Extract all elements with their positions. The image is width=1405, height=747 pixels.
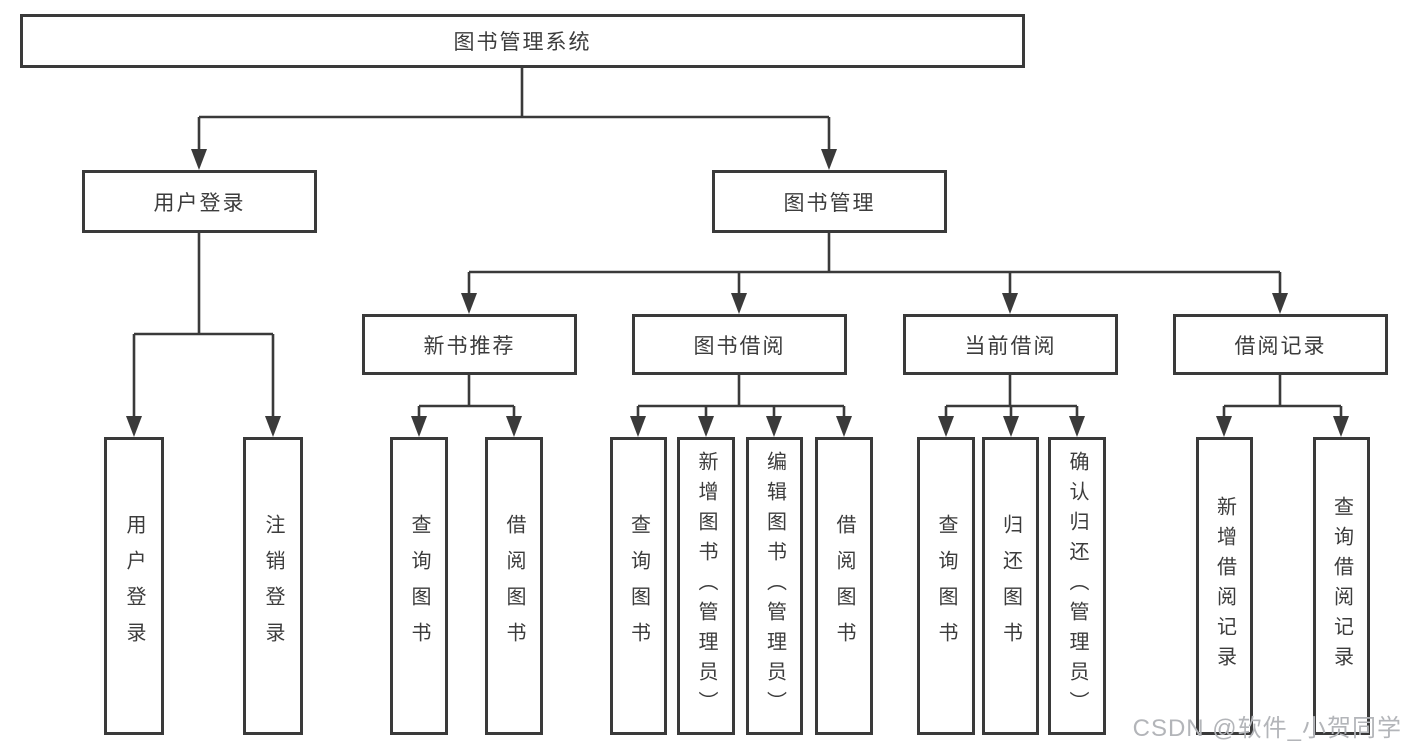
node-leaf-logout: 注销登录 bbox=[243, 437, 303, 735]
node-leaf-add-borrow-record: 新增借阅记录 bbox=[1196, 437, 1253, 735]
node-leaf-query-borrow-record: 查询借阅记录 bbox=[1313, 437, 1370, 735]
node-leaf-query-books-1: 查询图书 bbox=[390, 437, 448, 735]
node-label: 查询借阅记录 bbox=[1330, 496, 1353, 676]
arrowheads bbox=[126, 149, 1349, 437]
node-label: 查询图书 bbox=[627, 514, 650, 658]
node-user-login-group: 用户登录 bbox=[82, 170, 317, 233]
node-label: 归还图书 bbox=[999, 514, 1022, 658]
node-label: 图书借阅 bbox=[693, 334, 786, 358]
node-label: 确认归还（管理员） bbox=[1066, 451, 1088, 721]
node-leaf-query-books-2: 查询图书 bbox=[610, 437, 667, 735]
node-borrowing-records: 借阅记录 bbox=[1173, 314, 1388, 375]
node-label: 当前借阅 bbox=[964, 334, 1057, 358]
node-label: 借阅记录 bbox=[1234, 334, 1327, 358]
node-new-book-recommendation: 新书推荐 bbox=[362, 314, 577, 375]
csdn-watermark: CSDN @软件_小贺同学 bbox=[1132, 715, 1402, 742]
node-label: 借阅图书 bbox=[833, 514, 855, 658]
node-label: 图书管理 bbox=[783, 191, 876, 215]
node-book-borrowing: 图书借阅 bbox=[632, 314, 847, 375]
node-label: 用户登录 bbox=[123, 514, 145, 658]
node-leaf-borrow-books-1: 借阅图书 bbox=[485, 437, 543, 735]
node-label: 新增图书（管理员） bbox=[695, 451, 717, 721]
node-label: 图书管理系统 bbox=[453, 31, 592, 54]
node-label: 注销登录 bbox=[262, 514, 284, 658]
node-label: 查询图书 bbox=[935, 514, 957, 658]
node-leaf-user-login: 用户登录 bbox=[104, 437, 164, 735]
node-label: 新书推荐 bbox=[423, 334, 516, 358]
node-label: 用户登录 bbox=[153, 191, 246, 215]
node-label: 查询图书 bbox=[408, 514, 430, 658]
node-current-borrowing: 当前借阅 bbox=[903, 314, 1118, 375]
node-label: 借阅图书 bbox=[503, 514, 525, 658]
node-leaf-edit-books-admin: 编辑图书（管理员） bbox=[746, 437, 803, 735]
node-leaf-add-books-admin: 新增图书（管理员） bbox=[677, 437, 735, 735]
node-leaf-query-books-3: 查询图书 bbox=[917, 437, 975, 735]
node-root-library-management-system: 图书管理系统 bbox=[20, 14, 1025, 68]
node-leaf-confirm-return-admin: 确认归还（管理员） bbox=[1048, 437, 1106, 735]
node-book-management: 图书管理 bbox=[712, 170, 947, 233]
node-label: 新增借阅记录 bbox=[1213, 496, 1236, 676]
node-label: 编辑图书（管理员） bbox=[763, 451, 786, 721]
node-leaf-borrow-books-2: 借阅图书 bbox=[815, 437, 873, 735]
node-leaf-return-books: 归还图书 bbox=[982, 437, 1039, 735]
